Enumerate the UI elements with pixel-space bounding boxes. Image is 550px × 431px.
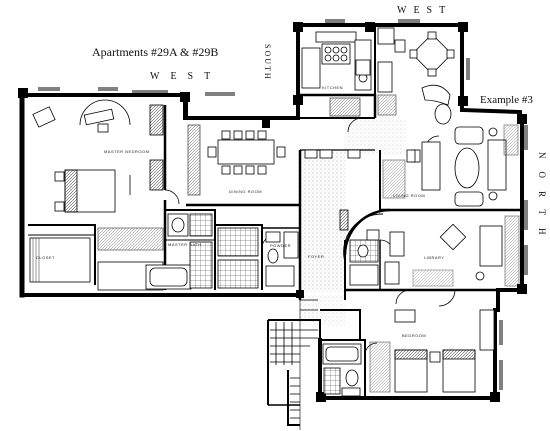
service-fixtures: [217, 227, 301, 290]
compass-west-top-label: WEST: [397, 5, 453, 16]
room-label-powder: POWDER: [270, 243, 291, 248]
room-label-foyer: FOYER: [308, 254, 325, 259]
room-label-master-bedroom: MASTER BEDROOM: [104, 149, 150, 154]
master-bedroom-furniture: [29, 104, 164, 291]
room-label-living-room: LIVING ROOM: [393, 193, 426, 198]
interior-walls: [28, 25, 520, 426]
room-label-master-bath: MASTER BATH: [168, 242, 202, 247]
window-marks: [38, 19, 528, 390]
compass-north-label: NORTH: [537, 152, 547, 248]
kitchen-fixtures: [301, 31, 372, 117]
foyer-fixtures: [349, 229, 380, 286]
gallery-floor: [300, 120, 405, 325]
living-room-furniture: [382, 124, 519, 207]
corridor-cabinets: [304, 149, 416, 231]
compass-south-label: SOUTH: [263, 44, 272, 81]
room-label-dining-room: DINING ROOM: [229, 189, 263, 194]
breakfast-area-furniture: [377, 27, 455, 125]
room-label-library: LIBRARY: [424, 255, 445, 260]
exterior-walls: [19, 23, 524, 400]
example-label: Example #3: [480, 94, 533, 106]
room-label-kitchen: KITCHEN: [322, 85, 344, 90]
plan-title: Apartments #29A & #29B: [92, 45, 219, 59]
master-bath-fixtures: [145, 213, 213, 290]
compass-west-label: WEST: [150, 71, 222, 82]
dining-room-furniture: [187, 124, 286, 196]
room-label-closet: CLOSET: [36, 255, 56, 260]
room-label-bedroom: BEDROOM: [402, 333, 427, 338]
library-furniture: [384, 215, 520, 287]
bedroom-furniture: [369, 309, 495, 393]
bedroom-bath-fixtures: [322, 343, 362, 397]
stair-treads: [270, 290, 318, 430]
door-swings: [79, 99, 456, 356]
